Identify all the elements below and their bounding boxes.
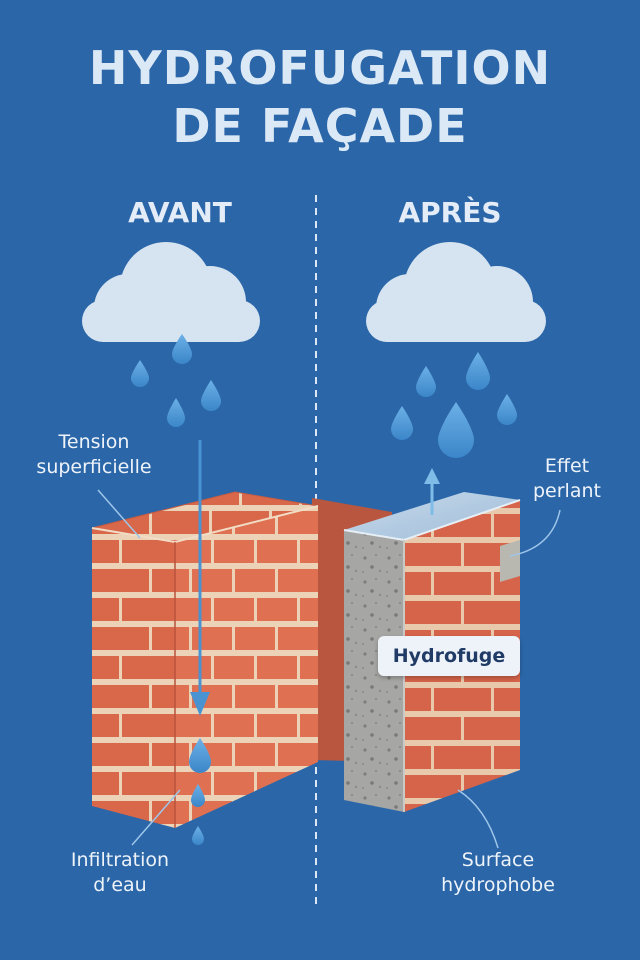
page-title-line2: DE FAÇADE [172, 99, 468, 153]
cloud-icon-after [366, 242, 546, 342]
heading-after: APRÈS [398, 196, 502, 229]
label-surface-line2: hydrophobe [441, 874, 555, 896]
infiltration-arrow [190, 440, 210, 716]
label-surface: Surface hydrophobe [428, 848, 568, 898]
heading-before: AVANT [128, 196, 232, 229]
raindrop-icons-before [131, 334, 221, 845]
label-tension-line2: superficielle [36, 456, 152, 478]
leader-tension [97, 489, 141, 539]
leader-surface [457, 789, 499, 849]
brick-wall-before [91, 491, 319, 828]
label-effet-line2: perlant [533, 480, 601, 502]
page-title-line1: HYDROFUGATION [88, 41, 552, 95]
raindrop-icons-after [391, 352, 517, 458]
label-tension-line1: Tension [58, 431, 130, 453]
cloud-icon-before [82, 242, 260, 342]
leader-infiltration [131, 789, 181, 846]
label-effet: Effet perlant [512, 454, 622, 504]
label-infiltration-line2: d’eau [93, 874, 147, 896]
label-effet-line1: Effet [544, 455, 590, 477]
leader-effet [509, 509, 561, 557]
label-infiltration-line1: Infiltration [70, 849, 170, 871]
label-surface-line1: Surface [461, 849, 535, 871]
hydrofuge-badge: Hydrofuge [378, 636, 520, 676]
label-infiltration: Infiltration d’eau [50, 848, 190, 898]
repelled-arrow [424, 468, 440, 515]
label-tension: Tension superficielle [14, 430, 174, 480]
